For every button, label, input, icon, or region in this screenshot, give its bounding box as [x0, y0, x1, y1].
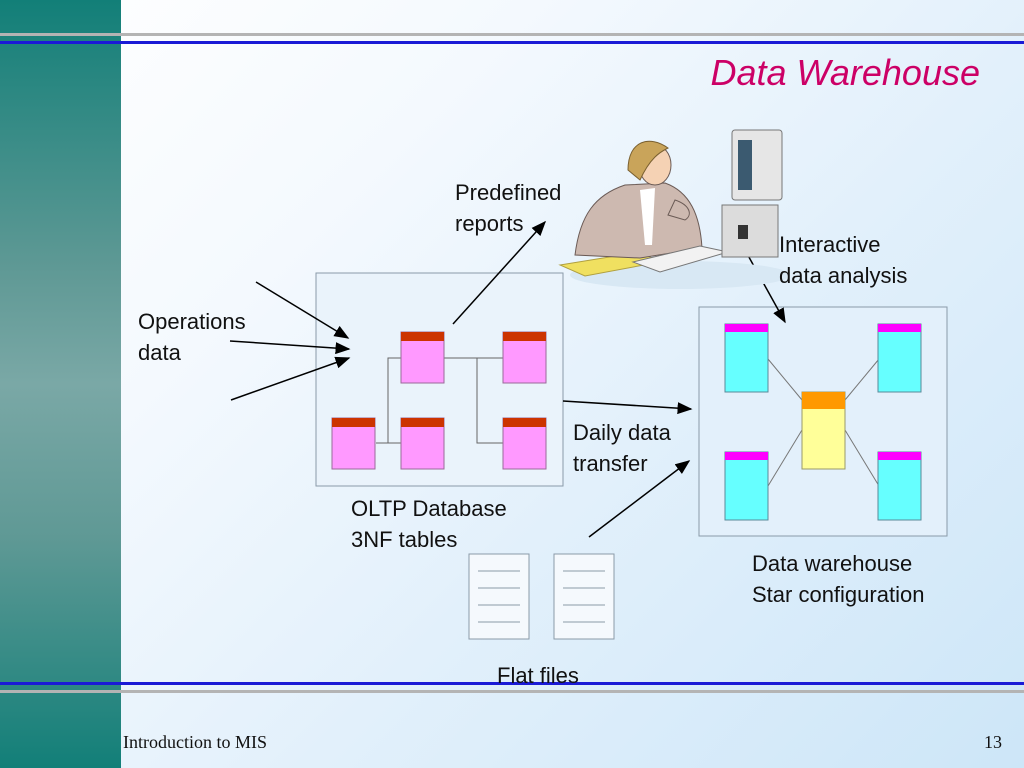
- oltp-table: [331, 417, 376, 470]
- operations-data-label: Operations data: [138, 309, 246, 365]
- reports-arrow: [452, 220, 547, 325]
- flat-file-transfer-arrow: [588, 460, 691, 538]
- oltp-table: [400, 417, 445, 470]
- fact-table: [801, 391, 846, 470]
- bottom-rule-gray: [0, 690, 1024, 693]
- slide-title: Data Warehouse: [710, 52, 981, 93]
- dimension-table: [724, 451, 769, 521]
- dimension-table: [724, 323, 769, 393]
- person-at-computer-icon: [558, 129, 790, 289]
- flat-files-label: Flat files: [497, 663, 579, 688]
- dimension-table: [877, 323, 922, 393]
- operations-arrow: [230, 356, 351, 401]
- oltp-table: [400, 331, 445, 384]
- oltp-label: OLTP Database 3NF tables: [351, 496, 507, 552]
- sidebar-decoration: [0, 0, 121, 768]
- top-rule-blue: [0, 41, 1024, 44]
- footer-course-title: Introduction to MIS: [123, 732, 267, 752]
- daily-transfer-arrow: [562, 400, 693, 415]
- top-rule-gray: [0, 33, 1024, 36]
- flat-file-icon: [468, 553, 530, 640]
- operations-arrow: [255, 281, 350, 339]
- page-number: 13: [984, 732, 1002, 752]
- oltp-database-box: [315, 272, 564, 487]
- predefined-reports-label: Predefined reports: [455, 180, 562, 236]
- data-warehouse-box: [698, 306, 948, 537]
- oltp-table: [502, 331, 547, 384]
- warehouse-label: Data warehouse Star configuration: [752, 551, 925, 607]
- daily-transfer-label: Daily data transfer: [573, 420, 671, 476]
- oltp-table: [502, 417, 547, 470]
- operations-arrow: [229, 340, 351, 355]
- flat-file-icon: [553, 553, 615, 640]
- dimension-table: [877, 451, 922, 521]
- interactive-analysis-label: Interactive data analysis: [779, 232, 908, 288]
- bottom-rule-blue: [0, 682, 1024, 685]
